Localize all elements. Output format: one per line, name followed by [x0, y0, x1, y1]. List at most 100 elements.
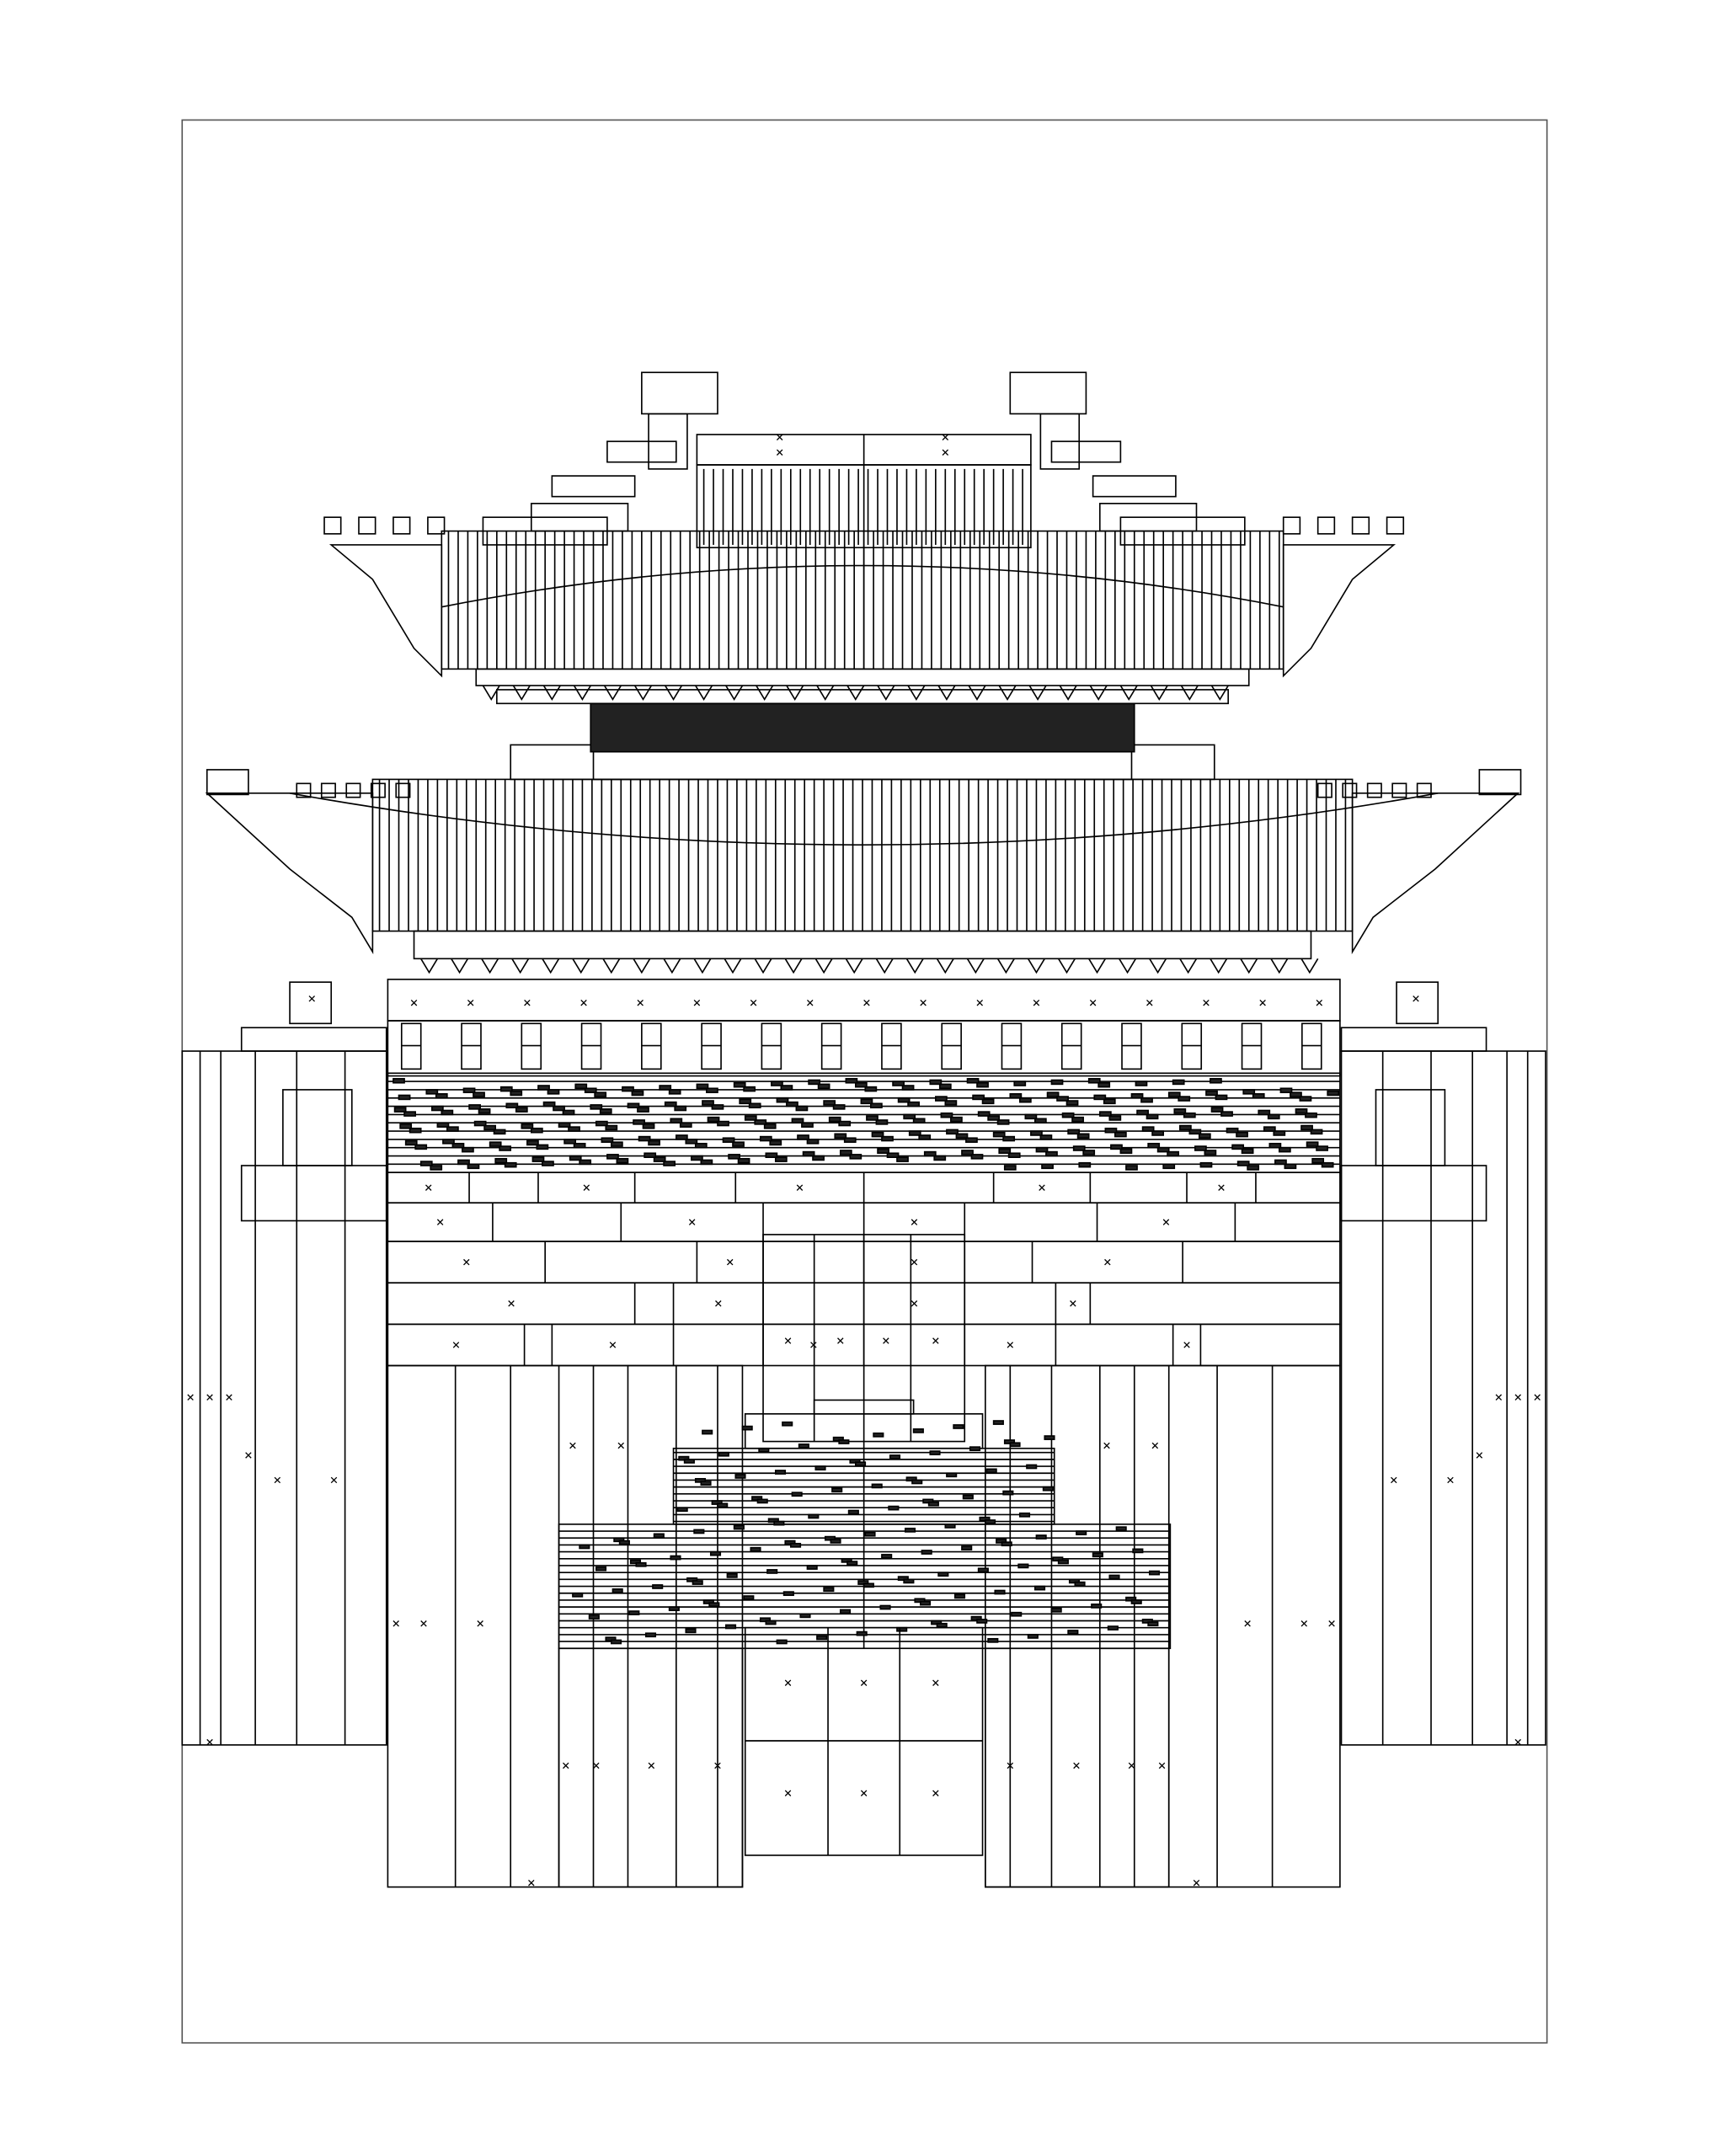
- arch-brick: [944, 1524, 956, 1529]
- stone-brick: [935, 1096, 948, 1102]
- upper-dark-band: [590, 702, 1135, 753]
- stone-brick: [467, 1163, 480, 1170]
- x-mark: [1391, 1476, 1397, 1484]
- x-mark: [750, 999, 757, 1006]
- arch-brick: [862, 1582, 874, 1588]
- stone-brick: [845, 1077, 858, 1084]
- stone-brick: [659, 1085, 672, 1091]
- arch-brick: [702, 1429, 713, 1435]
- arch-brick: [756, 1498, 768, 1504]
- stone-brick: [996, 1119, 1010, 1125]
- stone-brick: [562, 1109, 575, 1116]
- stone-brick: [970, 1154, 984, 1160]
- bracket: [693, 958, 712, 974]
- stone-brick: [1002, 1135, 1016, 1142]
- stone-brick: [637, 1107, 649, 1113]
- x-mark: [776, 434, 783, 440]
- arch-brick: [806, 1565, 818, 1570]
- stone-brick: [595, 1120, 608, 1127]
- arch-brick: [953, 1593, 966, 1599]
- x-mark: [593, 1762, 600, 1769]
- stone-brick: [1179, 1124, 1192, 1131]
- stone-brick: [430, 1165, 443, 1171]
- arch-brick: [1147, 1621, 1159, 1627]
- x-mark: [860, 1679, 868, 1686]
- stone-brick: [1024, 1113, 1038, 1120]
- x-mark: [1103, 1442, 1110, 1449]
- stone-brick: [737, 1157, 750, 1164]
- arch-brick: [782, 1591, 794, 1597]
- arch-brick: [644, 1632, 657, 1638]
- stone-brick: [711, 1104, 724, 1110]
- stone-brick: [871, 1131, 884, 1138]
- stone-brick: [1279, 1087, 1293, 1094]
- stone-brick: [627, 1102, 640, 1109]
- stone-brick: [1009, 1093, 1023, 1099]
- stone-brick: [1210, 1107, 1224, 1113]
- arch-brick: [700, 1481, 712, 1486]
- stepped-ridge: [606, 440, 677, 463]
- x-mark: [1218, 1184, 1225, 1191]
- stone-brick: [1013, 1081, 1027, 1086]
- roof-end-ornament: [1478, 769, 1522, 796]
- stone-brick: [955, 1133, 969, 1139]
- arch-brick: [984, 1519, 996, 1524]
- roof-figure: [1351, 516, 1370, 535]
- stone-brick: [553, 1105, 565, 1112]
- arch-brick: [879, 1604, 891, 1610]
- stone-brick: [1087, 1077, 1101, 1084]
- x-mark: [617, 1442, 625, 1449]
- stone-brick: [759, 1135, 772, 1142]
- bracket: [1210, 958, 1228, 974]
- arch-brick: [799, 1613, 811, 1619]
- bracket: [511, 958, 530, 974]
- arch-brick: [846, 1561, 858, 1566]
- stone-brick: [584, 1087, 597, 1094]
- stone-brick: [801, 1122, 814, 1128]
- arch-brick: [776, 1639, 788, 1645]
- arch-brick: [1067, 1630, 1079, 1635]
- arch-brick: [750, 1546, 761, 1552]
- stone-brick: [499, 1145, 512, 1151]
- x-mark: [1146, 999, 1153, 1006]
- stone-brick: [398, 1094, 411, 1101]
- bracket: [937, 685, 956, 701]
- x-mark: [648, 1762, 655, 1769]
- stone-brick: [633, 1119, 645, 1125]
- arch-brick: [864, 1531, 876, 1537]
- x-mark: [1158, 1762, 1166, 1769]
- x-mark: [837, 1337, 844, 1344]
- arch-brick: [808, 1513, 820, 1519]
- bracket: [724, 958, 742, 974]
- stone-brick: [685, 1139, 698, 1145]
- arch-brick: [962, 1494, 974, 1500]
- bracket: [998, 685, 1017, 701]
- stone-brick: [1141, 1126, 1155, 1132]
- arch-brick: [610, 1639, 622, 1645]
- stone-brick: [765, 1152, 778, 1158]
- arch-brick: [904, 1527, 916, 1533]
- bracket: [1300, 958, 1319, 974]
- stone-brick: [1110, 1144, 1123, 1150]
- arch-brick: [717, 1502, 729, 1508]
- x-mark: [393, 1620, 399, 1627]
- arch-brick: [1018, 1512, 1031, 1518]
- roof-figure: [395, 782, 411, 798]
- gate-pier: [387, 1364, 744, 1888]
- stone-brick: [1198, 1133, 1211, 1139]
- arch-brick: [946, 1472, 958, 1478]
- stone-brick: [896, 1156, 909, 1162]
- stone-brick: [881, 1135, 894, 1142]
- lintel-band: [387, 979, 1341, 1022]
- gate-pier: [984, 1364, 1341, 1888]
- stone-brick: [510, 1090, 523, 1097]
- ridge-ornament: [641, 371, 718, 415]
- bracket: [663, 958, 681, 974]
- arch-brick: [595, 1566, 607, 1572]
- bracket: [512, 685, 531, 701]
- stone-brick: [1097, 1081, 1111, 1088]
- stone-brick: [404, 1139, 418, 1146]
- stone-brick: [1220, 1111, 1233, 1117]
- ridge-curve: [289, 792, 1439, 846]
- stone-brick: [929, 1079, 943, 1086]
